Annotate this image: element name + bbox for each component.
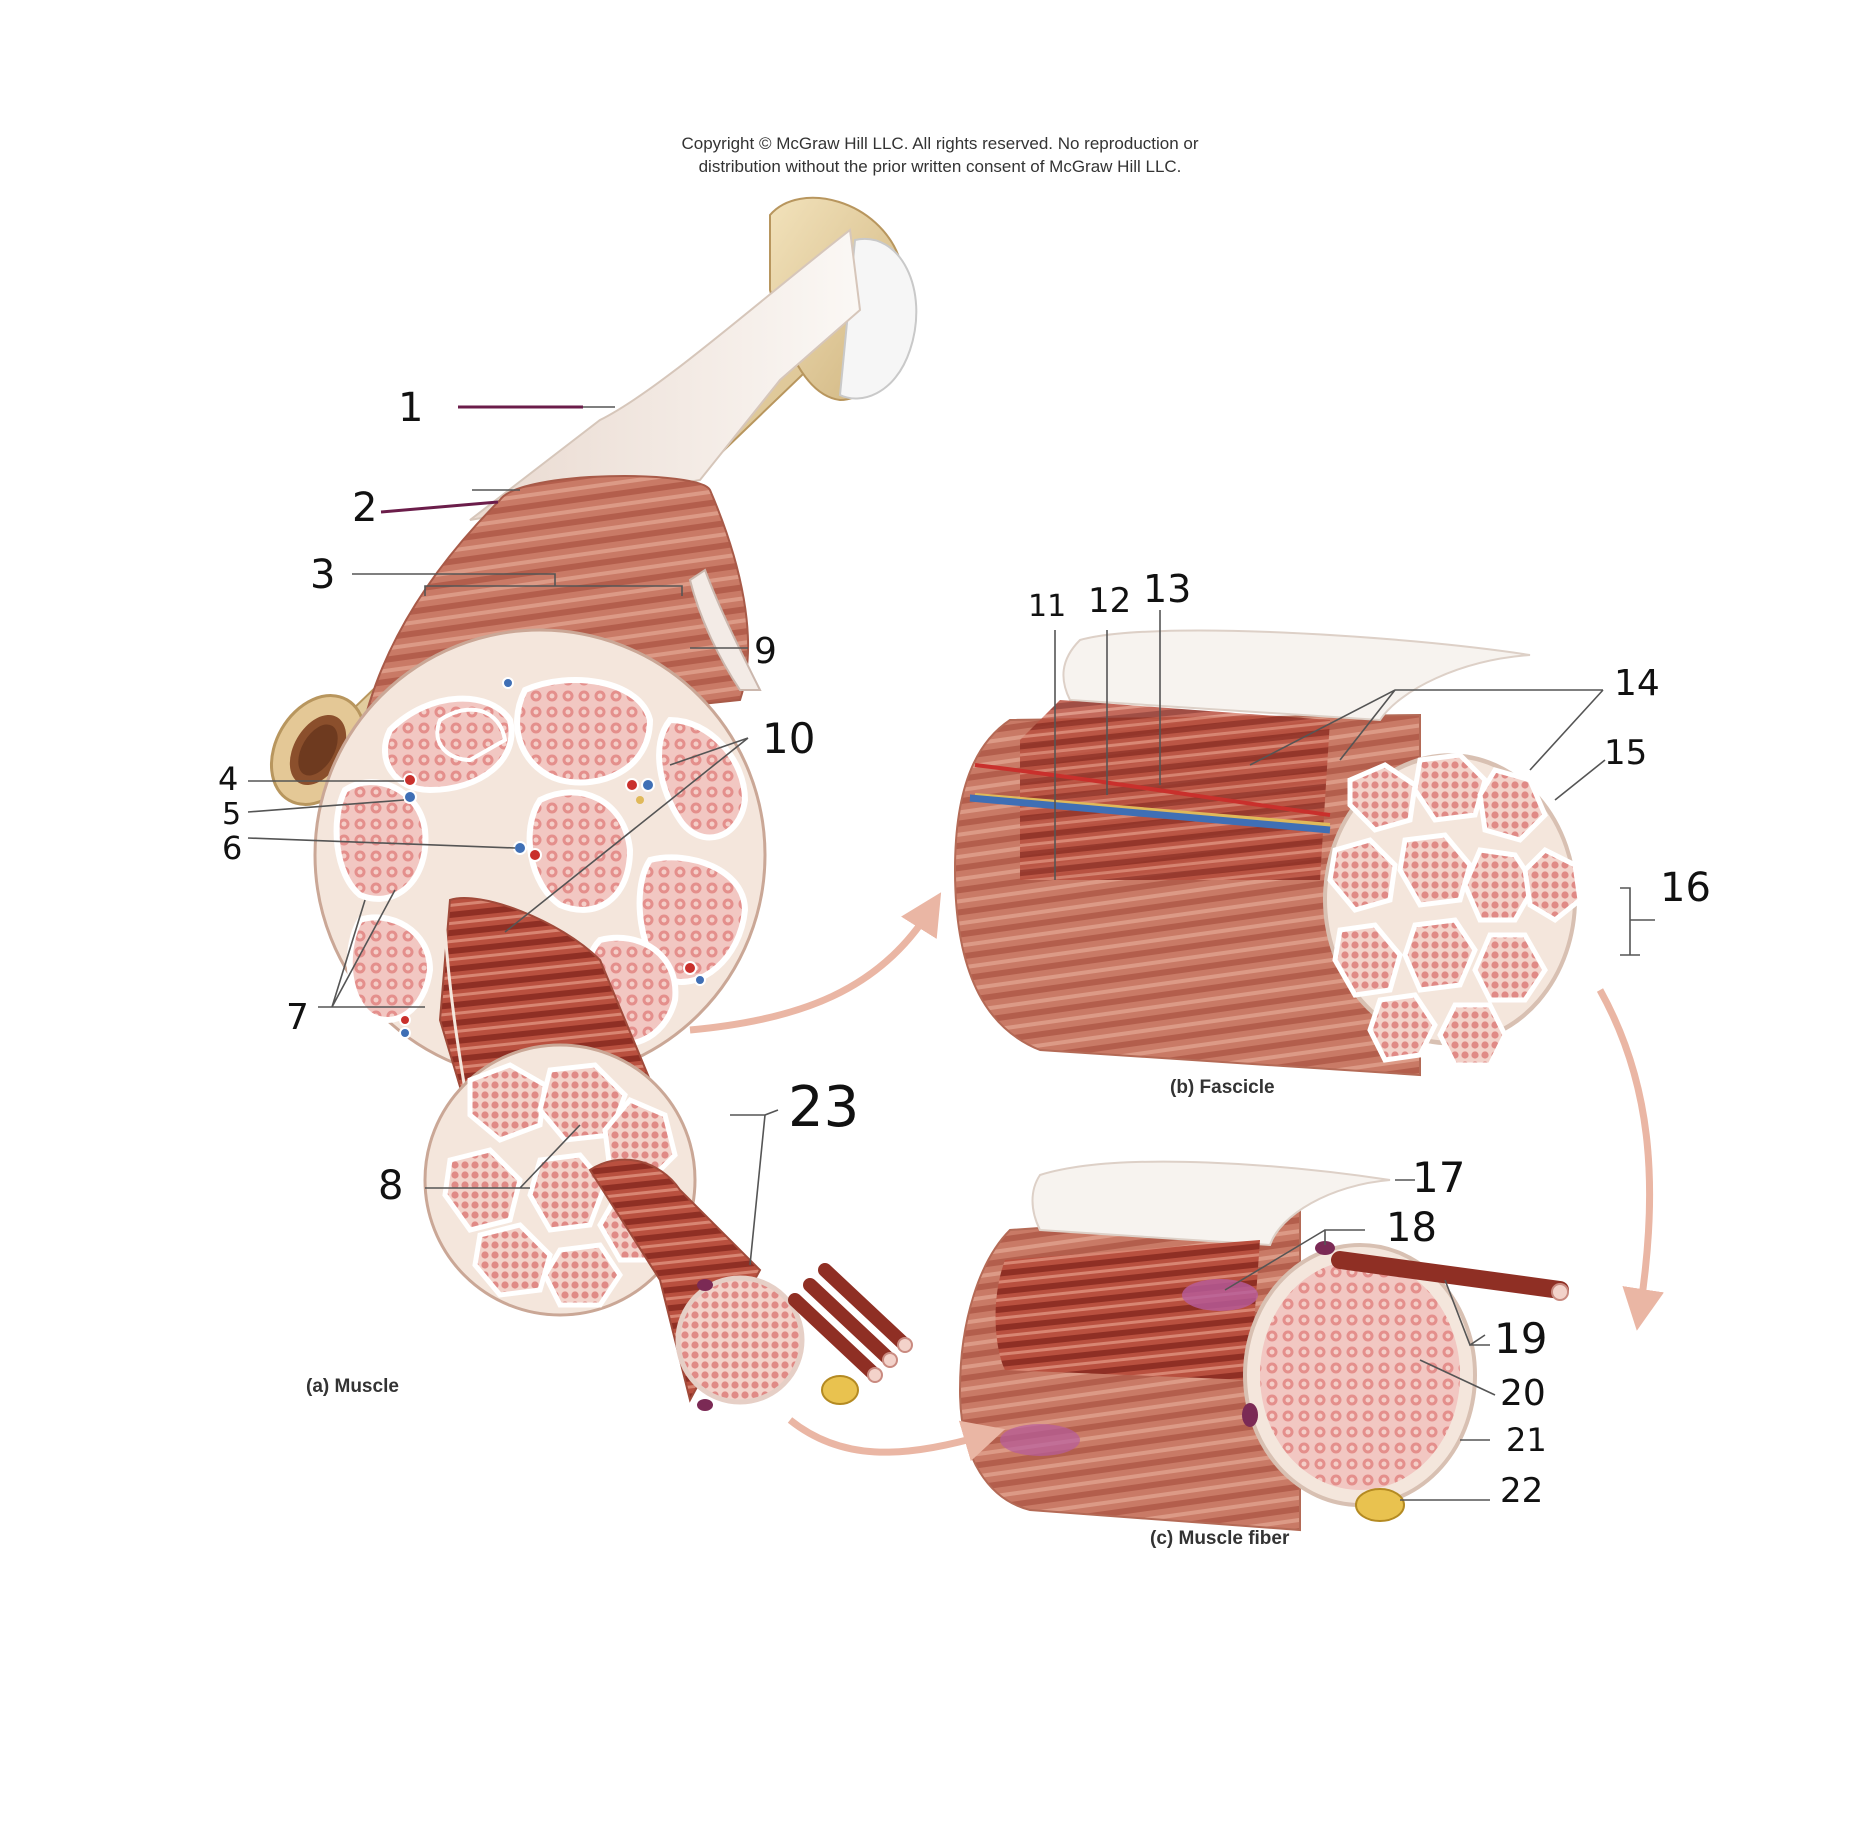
arrow-fascicle-to-fiber <box>1596 988 1664 1331</box>
label-10: 10 <box>762 714 816 763</box>
leader-7 <box>318 889 425 1008</box>
leader-8 <box>425 1124 581 1189</box>
leader-18 <box>1224 1229 1365 1291</box>
label-5: 5 <box>222 797 242 832</box>
label-17: 17 <box>1412 1153 1466 1202</box>
arrow-muscle-to-fascicle <box>689 892 942 1034</box>
copyright-line-1: Copyright © McGraw Hill LLC. All rights … <box>681 134 1199 153</box>
fascicle-sections <box>333 677 749 1047</box>
caption-muscle: (a) Muscle <box>306 1376 399 1397</box>
label-22: 22 <box>1500 1471 1544 1511</box>
leader-lines <box>247 405 1655 1501</box>
label-21: 21 <box>1506 1421 1547 1459</box>
leader-14 <box>1249 689 1604 771</box>
label-19: 19 <box>1494 1314 1548 1363</box>
label-11: 11 <box>1028 589 1067 624</box>
copyright-notice: Copyright © McGraw Hill LLC. All rights … <box>560 132 1320 178</box>
label-2: 2 <box>352 485 378 531</box>
caption-muscle-fiber: (c) Muscle fiber <box>1150 1528 1290 1549</box>
label-4: 4 <box>218 760 239 798</box>
label-6: 6 <box>222 829 243 867</box>
epimysium-flap <box>688 568 762 691</box>
muscle-cross-section <box>313 628 767 1082</box>
arrow-fiber-a-to-c <box>787 1417 1006 1462</box>
leader-3 <box>352 573 683 596</box>
label-1: 1 <box>398 385 424 431</box>
leader-5 <box>247 799 405 813</box>
label-9: 9 <box>754 631 777 672</box>
fiber-panel <box>958 1160 1569 1532</box>
connector-arrows <box>689 892 1664 1462</box>
leader-16 <box>1620 887 1655 956</box>
leader-10 <box>504 737 749 933</box>
label-12: 12 <box>1088 581 1132 621</box>
label-16: 16 <box>1660 865 1711 911</box>
label-23: 23 <box>788 1075 860 1140</box>
label-13: 13 <box>1143 567 1192 611</box>
leader-6 <box>247 837 516 849</box>
leader-15 <box>1554 759 1606 801</box>
leader-20 <box>1419 1359 1496 1396</box>
label-7: 7 <box>286 997 309 1038</box>
label-8: 8 <box>378 1163 404 1209</box>
copyright-line-2: distribution without the prior written c… <box>698 157 1182 176</box>
label-18: 18 <box>1386 1205 1437 1251</box>
leader-19 <box>1444 1279 1490 1347</box>
vessels <box>399 677 706 1039</box>
label-3: 3 <box>310 552 336 598</box>
caption-fascicle: (b) Fascicle <box>1170 1077 1275 1098</box>
label-14: 14 <box>1614 663 1660 704</box>
fascicle-panel <box>953 629 1583 1077</box>
label-15: 15 <box>1604 733 1648 773</box>
leader-2 <box>380 500 499 514</box>
leader-23 <box>730 1109 779 1266</box>
pulled-fiber <box>588 1158 913 1411</box>
label-20: 20 <box>1500 1373 1546 1414</box>
